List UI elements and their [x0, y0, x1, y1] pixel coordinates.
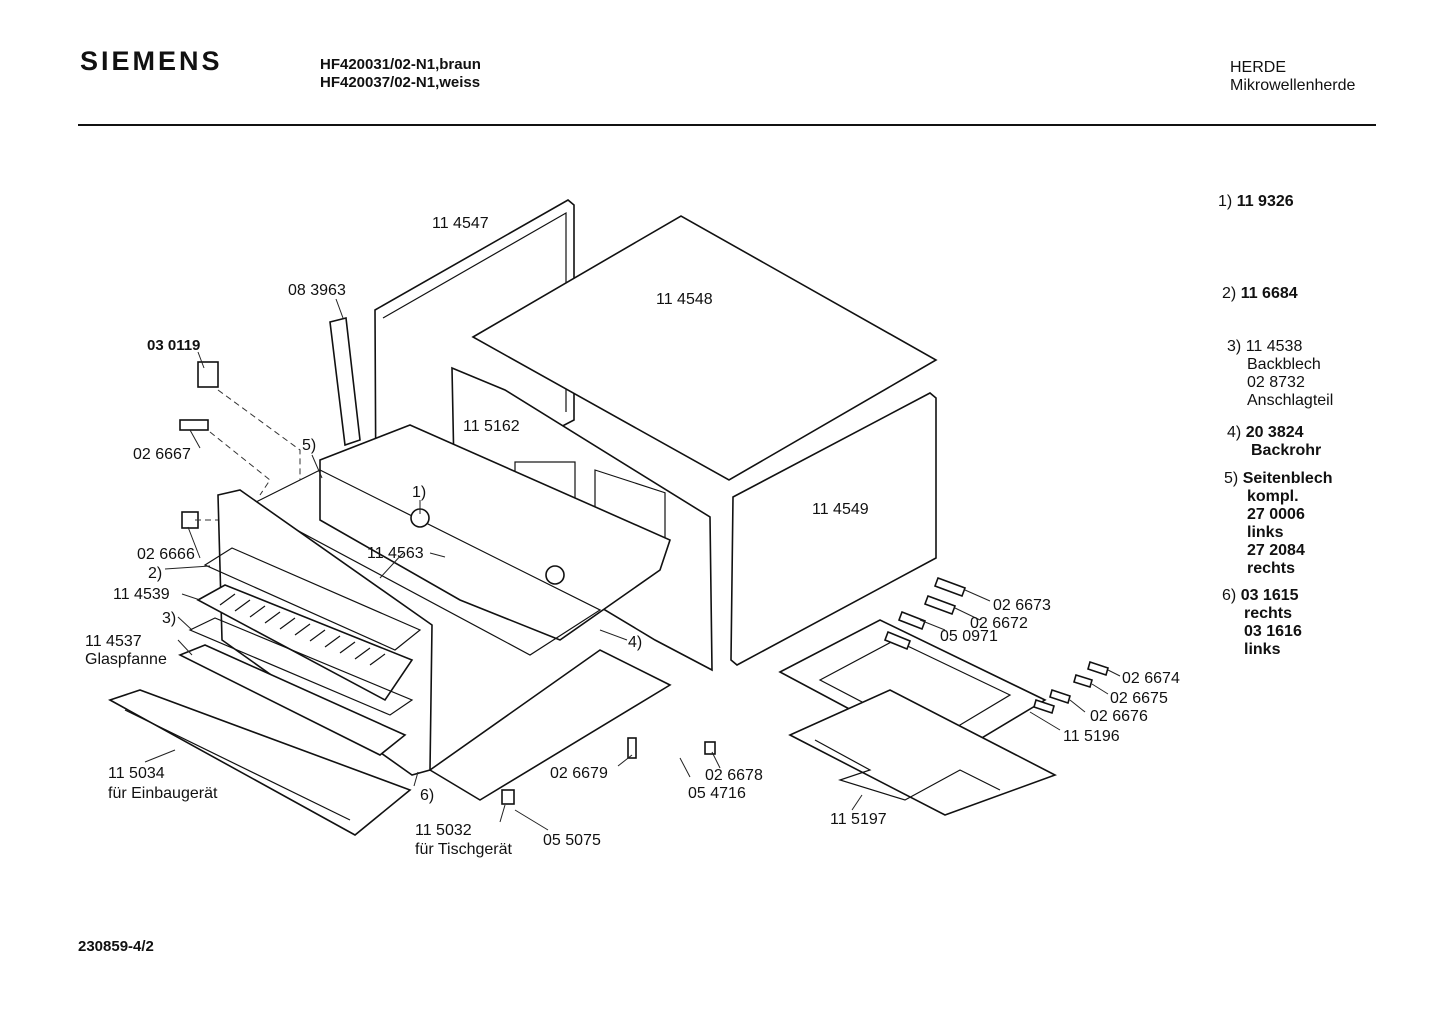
brand-logo: SIEMENS [80, 46, 223, 76]
part-grill [196, 584, 414, 702]
document-number: 230859-4/2 [78, 938, 154, 955]
label-115197: 11 5197 [830, 811, 887, 828]
legend-text: Backblech [1247, 356, 1321, 373]
legend-text: 02 8732 [1247, 374, 1305, 391]
label-054716: 05 4716 [688, 785, 746, 802]
label-055075: 05 5075 [543, 832, 601, 849]
legend-value: 11 4538 [1245, 338, 1303, 355]
part-cavity-frame [319, 424, 671, 641]
label-115162: 11 5162 [463, 418, 520, 435]
part-glass-pan [178, 644, 407, 756]
label-tischgeraet: für Tischgerät [415, 841, 512, 858]
part-side-panel [730, 392, 937, 666]
legend-value: 03 1615 [1240, 587, 1299, 604]
category-title: HERDE [1230, 59, 1287, 76]
model-line-2: HF420037/02-N1,weiss [320, 74, 481, 91]
legend-key: 1) [1218, 193, 1233, 210]
legend-text: 03 1616 [1244, 623, 1302, 640]
label-050971: 05 0971 [940, 628, 998, 645]
legend-key: 3) [1227, 338, 1242, 355]
part-microswitch [197, 361, 219, 388]
label-114563: 11 4563 [367, 545, 424, 562]
label-083963: 08 3963 [288, 282, 346, 299]
part-trim-strip [108, 689, 412, 836]
label-026666: 02 6666 [137, 546, 195, 563]
legend-key: 4) [1227, 424, 1242, 441]
label-ref-4: 4) [628, 634, 642, 651]
legend-item-4: 4) 20 3824 Backrohr [1227, 424, 1321, 460]
legend-text: rechts [1247, 560, 1296, 577]
legend-text: Anschlagteil [1247, 392, 1334, 409]
label-026679: 02 6679 [550, 765, 608, 782]
legend-value: 11 9326 [1236, 193, 1294, 210]
label-ref-1: 1) [412, 484, 426, 501]
legend-text: rechts [1244, 605, 1293, 622]
label-ref-3: 3) [162, 610, 176, 627]
model-line-1: HF420031/02-N1,braun [320, 56, 481, 73]
header-rule [78, 124, 1376, 126]
legend-key: 5) [1224, 470, 1239, 487]
legend-text: 27 0006 [1247, 506, 1305, 523]
label-glaspfanne: Glaspfanne [85, 651, 167, 668]
label-026672: 02 6672 [970, 615, 1028, 632]
legend-text: links [1247, 524, 1284, 541]
legend-item-6: 6) 03 1615 rechts 03 1616 links [1222, 587, 1302, 659]
label-114539: 11 4539 [113, 586, 170, 603]
label-einbaugeraet: für Einbaugerät [108, 785, 218, 802]
label-030119: 03 0119 [147, 337, 200, 354]
label-026675: 02 6675 [1110, 690, 1168, 707]
legend-value: 20 3824 [1245, 424, 1304, 441]
legend-key: 2) [1222, 285, 1237, 302]
legend-text: 27 2084 [1247, 542, 1305, 559]
part-top-cover [471, 215, 938, 481]
legend-text: links [1244, 641, 1281, 658]
part-side-bracket [329, 317, 361, 447]
label-ref-2: 2) [148, 565, 162, 582]
label-026678: 02 6678 [705, 767, 763, 784]
legend-item-1: 1) 11 9326 [1218, 193, 1294, 211]
label-115032: 11 5032 [415, 822, 472, 839]
label-026673: 02 6673 [993, 597, 1051, 614]
label-114547: 11 4547 [432, 215, 489, 232]
label-115034: 11 5034 [108, 765, 165, 782]
legend-key: 6) [1222, 587, 1237, 604]
legend-item-2: 2) 11 6684 [1222, 285, 1298, 303]
label-114549: 11 4549 [812, 501, 869, 518]
legend-text: Backrohr [1251, 442, 1322, 459]
part-base-plate [428, 649, 672, 801]
label-ref-5: 5) [302, 437, 316, 454]
label-114548: 11 4548 [656, 291, 713, 308]
legend-value: 11 6684 [1240, 285, 1298, 302]
legend-value: Seitenblech [1242, 470, 1333, 487]
label-ref-6: 6) [420, 787, 434, 804]
category-subtitle: Mikrowellenherde [1230, 77, 1356, 94]
legend-item-5: 5) Seitenblech kompl. 27 0006 links 27 2… [1224, 470, 1333, 578]
label-115196: 11 5196 [1063, 728, 1120, 745]
label-026676: 02 6676 [1090, 708, 1148, 725]
label-114537: 11 4537 [85, 633, 142, 650]
label-026667: 02 6667 [133, 446, 191, 463]
legend-text: kompl. [1247, 488, 1299, 505]
label-026674: 02 6674 [1122, 670, 1180, 687]
legend-item-3: 3) 11 4538 Backblech 02 8732 Anschlagtei… [1227, 338, 1333, 410]
